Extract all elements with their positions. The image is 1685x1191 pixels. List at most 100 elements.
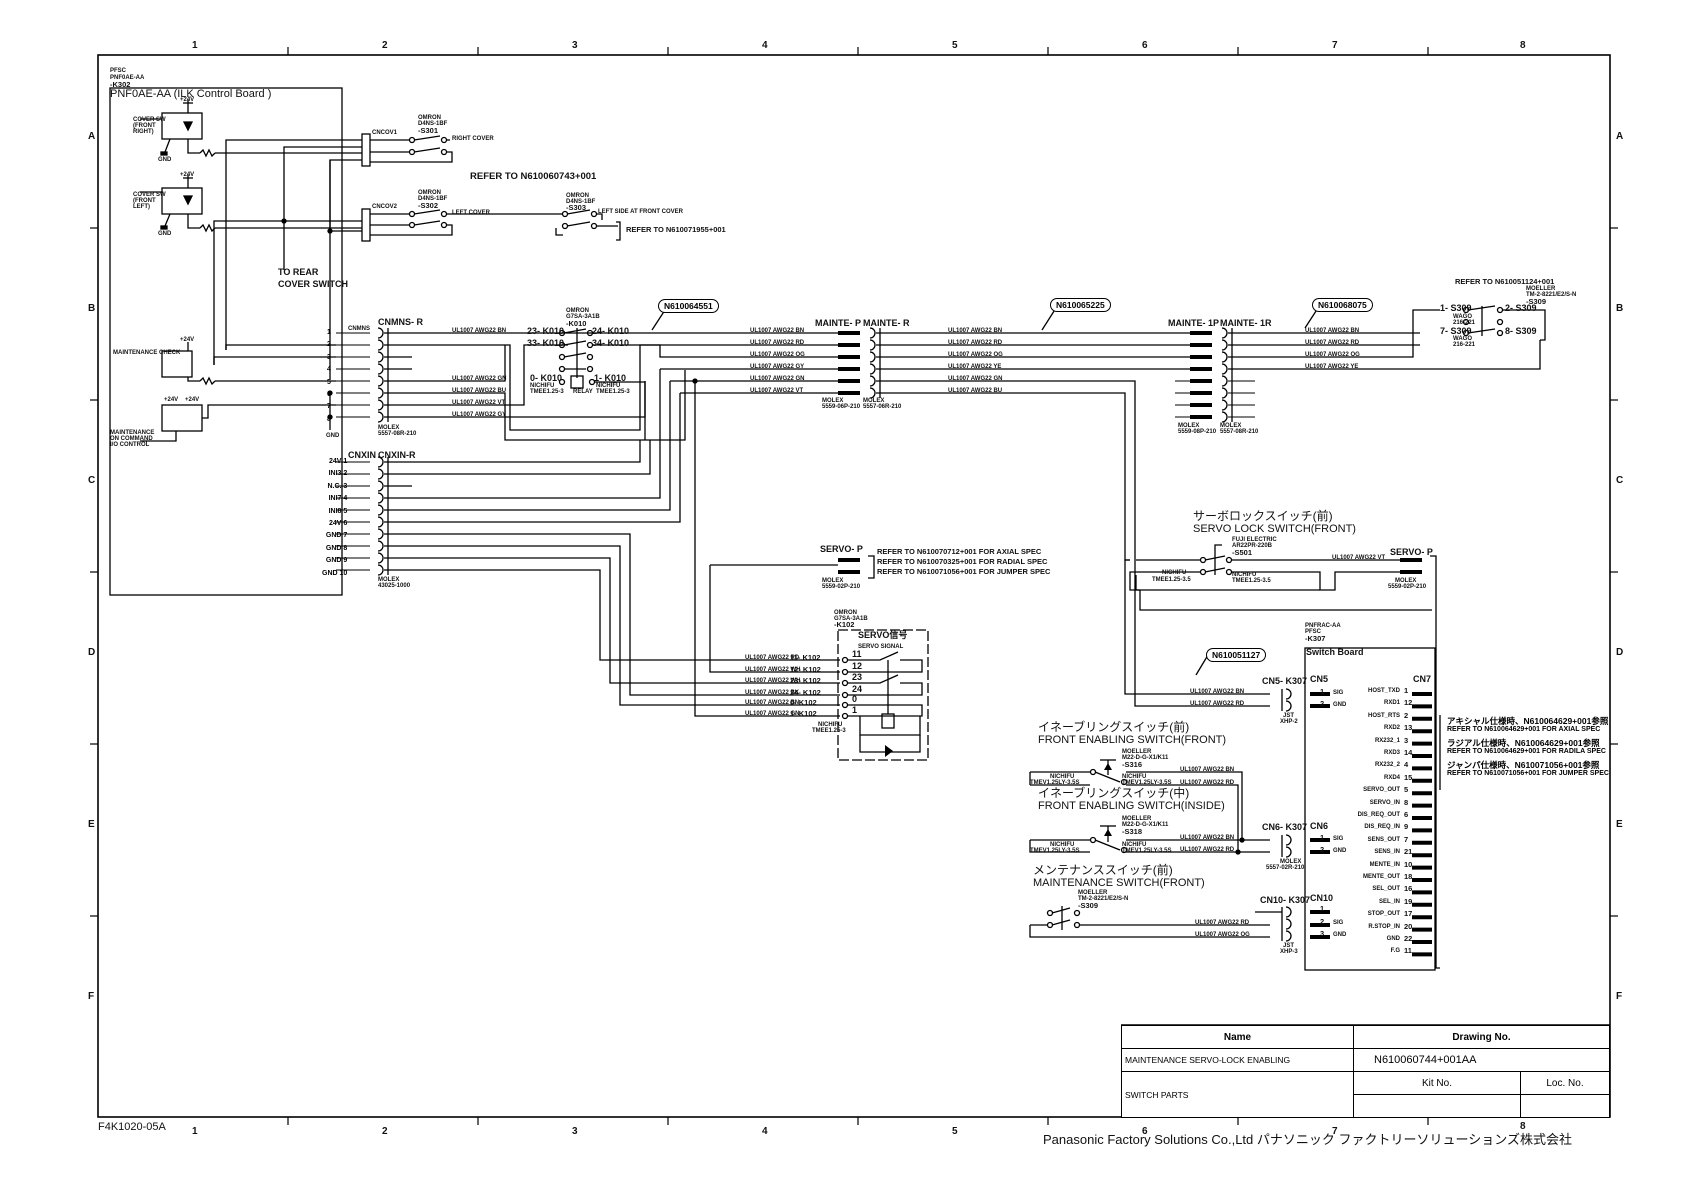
s302-model: D4NS-1BF [418, 196, 448, 202]
s303-maker: OMRON [566, 193, 589, 199]
cnxin-pin: GND 7 [325, 532, 348, 540]
refer-note: REFER TO N610060743+001 [470, 171, 597, 182]
molex-part: 5557-08R-210 [1220, 429, 1259, 435]
wire-label: UL1007 AWG22 RD [1180, 847, 1235, 853]
molex-label: MOLEX [822, 398, 844, 404]
mainte-r-receptacle [869, 327, 881, 399]
cnxin-header [336, 461, 370, 571]
harness-bubble: N610068075 [1312, 298, 1373, 312]
s318-model: M22-D-G-X1/K11 [1122, 822, 1169, 828]
voltage-label: +24V [180, 172, 195, 178]
voltage-label: +24V [180, 337, 195, 343]
cn10-label: CN10- K307 [1260, 895, 1311, 905]
nichifu-label: NICHIFU [530, 383, 555, 389]
mainte-1p-label: MAINTE- 1P [1168, 318, 1220, 328]
spec-note: ジャンパ仕様時、N610071056+001参照 [1447, 760, 1600, 770]
k102-terminal: 1- K102 [790, 709, 817, 718]
spec-note: アキシャル仕様時、N610064629+001参照 [1447, 716, 1609, 726]
s316-model: M22-D-G-X1/K11 [1122, 755, 1169, 761]
k102-terminal: 11- K102 [790, 653, 821, 662]
wire-label: UL1007 AWG22 GN [750, 376, 805, 382]
k102-ref: -K102 [834, 620, 855, 629]
terminal-part: TMEE1.25-3 [596, 389, 630, 395]
s303-ref: -S303 [566, 203, 587, 212]
switch-board-part: PNFRAC-AA [1305, 623, 1341, 629]
s309-terminal: 8- S309 [1505, 326, 1537, 336]
k102-pin: 1 [852, 705, 858, 715]
s318-maker: MOELLER [1122, 816, 1152, 822]
nichifu-label: NICHIFU [596, 383, 621, 389]
pin-number: 2 [1320, 917, 1325, 926]
cn10-receptacle [1255, 906, 1292, 942]
row-label: C [1616, 475, 1624, 486]
refer-note: REFER TO N610071955+001 [626, 225, 726, 234]
row-label: A [1616, 131, 1624, 142]
gnd-label: GND [158, 157, 172, 163]
terminal-part: TMEE1.25-3.5 [1152, 577, 1191, 583]
relay-k010 [558, 328, 850, 440]
s303-model: D4NS-1BF [566, 199, 596, 205]
column-label: 2 [382, 40, 388, 51]
k102-model: G7SA-3A1B [834, 616, 868, 622]
s309-terminal: 1- S309 [1440, 303, 1472, 313]
s302-maker: OMRON [418, 190, 441, 196]
cnxin-pin: 24V 1 [329, 458, 348, 465]
cn7-signal: R.STOP_IN [1368, 923, 1400, 930]
wire-label: UL1007 AWG22 BN [452, 328, 507, 334]
cnxin-pin: N.C. 3 [327, 482, 348, 490]
terminal-part: TMEE1.25-3 [530, 389, 564, 395]
s501-model: AR22PR-220B [1232, 543, 1273, 549]
maintenance-switch-title-jp: メンテナンススイッチ(前) [1033, 863, 1173, 877]
s301-maker: OMRON [418, 115, 441, 121]
cn7-signal: DIS_REQ_OUT [1357, 812, 1400, 818]
cn7-pin-number: 17 [1404, 909, 1413, 919]
molex-label: MOLEX [378, 577, 400, 583]
cn7-signal: RX232_2 [1374, 762, 1400, 769]
cn5-label: CN5- K307 [1262, 676, 1308, 686]
cn7-label: CN7 [1413, 674, 1432, 684]
cn7-signal: RXD2 [1383, 725, 1400, 732]
wire-label: UL1007 AWG22 BN [1180, 835, 1235, 841]
cn6-label: CN6- K307 [1262, 822, 1308, 832]
gnd-label: GND [158, 231, 172, 237]
cnxin-pin: INI3 2 [328, 470, 348, 478]
k102-outline [837, 629, 929, 761]
servo-p-label: SERVO- P [1390, 547, 1433, 557]
s316-maker: MOELLER [1122, 749, 1152, 755]
row-label: B [1616, 303, 1624, 314]
pin-signal: SIG [1333, 836, 1344, 842]
column-label: 4 [762, 40, 768, 51]
molex-label: MOLEX [1178, 423, 1200, 429]
cn7-signal: MENTE_OUT [1362, 874, 1400, 880]
to-rear-label: TO REAR [278, 267, 319, 277]
mainte-p-plug [838, 331, 860, 395]
molex-part: 5559-06P-210 [822, 404, 861, 410]
s309-maker: MOELLER [1526, 286, 1556, 292]
k010-ref: -K010 [566, 319, 587, 328]
molex-label: MOLEX [1220, 423, 1242, 429]
pin-number: 6 [327, 390, 331, 398]
s309-front-ref: -S309 [1078, 901, 1099, 910]
cnxin-r-label: CNXIN-R [378, 450, 416, 460]
switch-board-outline [1304, 647, 1436, 971]
cn7-signal: SERVO_IN [1369, 799, 1400, 806]
pin-number: 8 [327, 415, 331, 423]
drawing-frame [97, 54, 1611, 1118]
s301-model: D4NS-1BF [418, 121, 448, 127]
cn7-pin-number: 2 [1404, 710, 1409, 720]
switch-board-vendor: PFSC [1305, 629, 1322, 635]
switch-s302 [370, 209, 560, 236]
drawing-number: N610060744+001AA [1353, 1048, 1610, 1072]
s301-ref: -S301 [418, 126, 439, 135]
cnmns-header [336, 332, 370, 418]
cn7-signal: SENS_IN [1374, 849, 1400, 856]
jst-label: JST [1283, 713, 1295, 719]
molex-part: 5559-02P-210 [822, 584, 861, 590]
name-line1: MAINTENANCE SERVO-LOCK ENABLING [1121, 1048, 1354, 1072]
wire-label: UL1007 AWG22 GN [452, 376, 507, 382]
spec-note: ラジアル仕様時、N610064629+001参照 [1447, 738, 1600, 748]
column-label: 3 [572, 1126, 578, 1137]
wire-label: UL1007 AWG22 RD [1180, 780, 1235, 786]
s316-ref: -S316 [1122, 760, 1143, 769]
